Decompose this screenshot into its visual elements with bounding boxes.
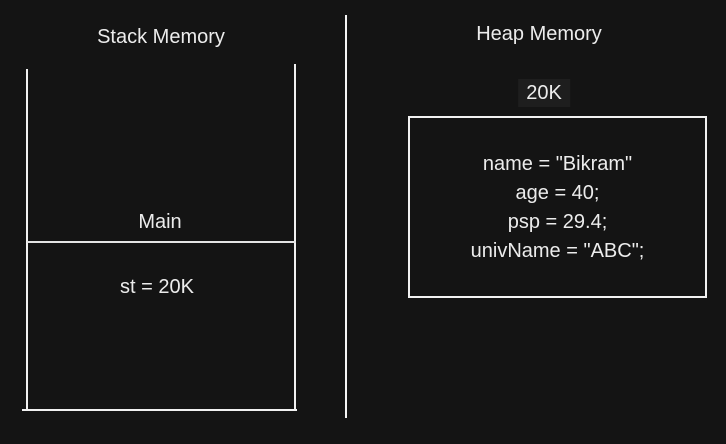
heap-memory-title: Heap Memory [476, 23, 602, 45]
heap-object-field-age: age = 40; [515, 182, 600, 204]
heap-object-field-name: name = "Bikram" [482, 153, 633, 175]
stack-left-wall-line [26, 69, 28, 410]
stack-frame-variable-value: st = 20K [120, 276, 194, 298]
heap-object-field-psp: psp = 29.4; [507, 211, 608, 233]
heap-object-box: name = "Bikram" age = 40; psp = 29.4; un… [408, 116, 707, 298]
stack-frame-main-label: Main [138, 211, 182, 233]
section-divider-line [345, 15, 347, 418]
heap-address-label: 20K [518, 79, 570, 107]
heap-object-field-univname: univName = "ABC"; [470, 240, 645, 262]
stack-frame-divider-line [27, 241, 296, 243]
stack-right-wall-line [294, 64, 296, 410]
stack-memory-title: Stack Memory [97, 26, 225, 48]
stack-bottom-line [22, 409, 297, 411]
